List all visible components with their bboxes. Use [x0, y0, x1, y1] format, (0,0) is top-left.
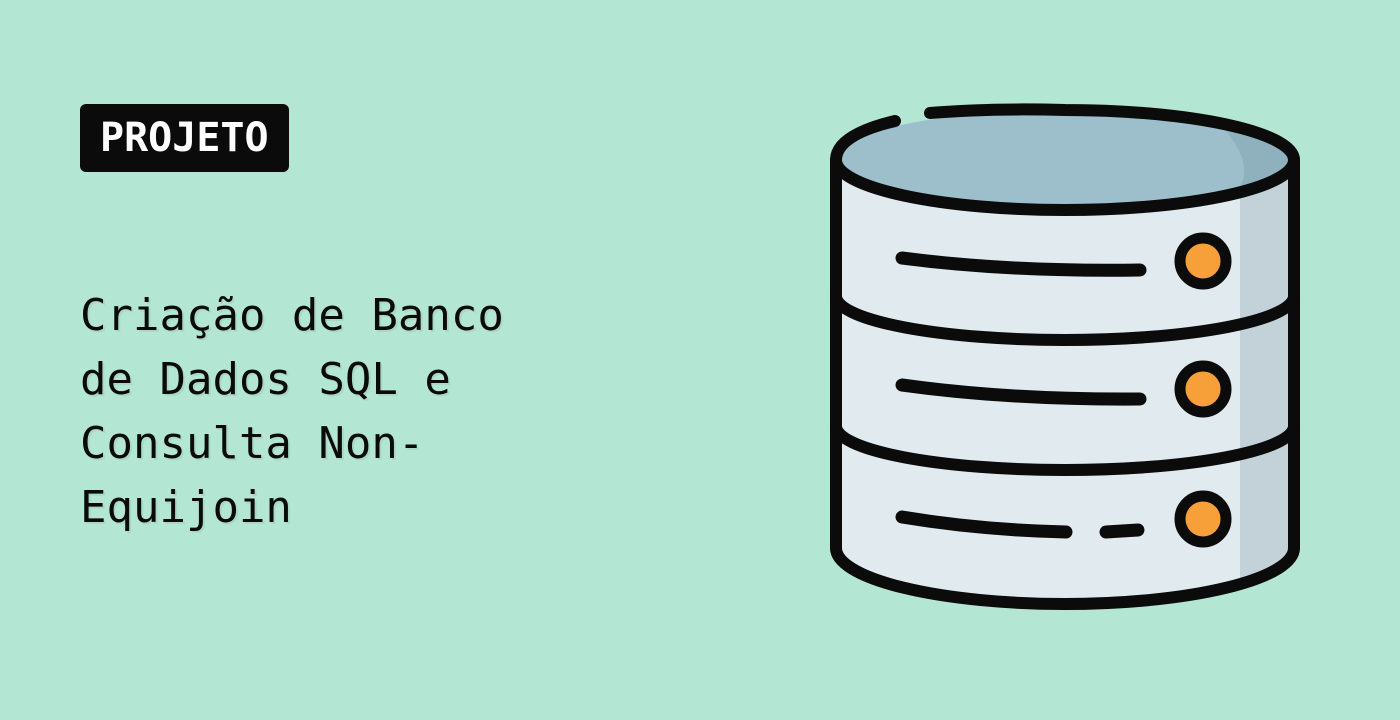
database-shade: [1240, 160, 1294, 585]
status-light-icon: [1174, 490, 1232, 548]
database-outline: [829, 103, 1301, 610]
title-line: Criação de Banco: [80, 290, 504, 341]
slot-line: [895, 510, 1073, 539]
title-line: de Dados SQL e: [80, 354, 451, 405]
title-line: Consulta Non-: [80, 418, 425, 469]
slot-line: [895, 378, 1147, 406]
status-light-icon: [1174, 360, 1232, 418]
status-light-icon: [1174, 232, 1232, 290]
database-icon: [829, 103, 1301, 610]
database-slot-lines: [895, 251, 1147, 539]
slot-line: [895, 251, 1147, 277]
category-badge: PROJETO: [80, 104, 289, 172]
category-badge-label: PROJETO: [100, 115, 269, 161]
page-title: Criação de Banco de Dados SQL e Consulta…: [80, 284, 700, 540]
title-line: Equijoin: [80, 482, 292, 533]
slot-line: [1099, 523, 1145, 539]
database-top: [836, 110, 1294, 210]
